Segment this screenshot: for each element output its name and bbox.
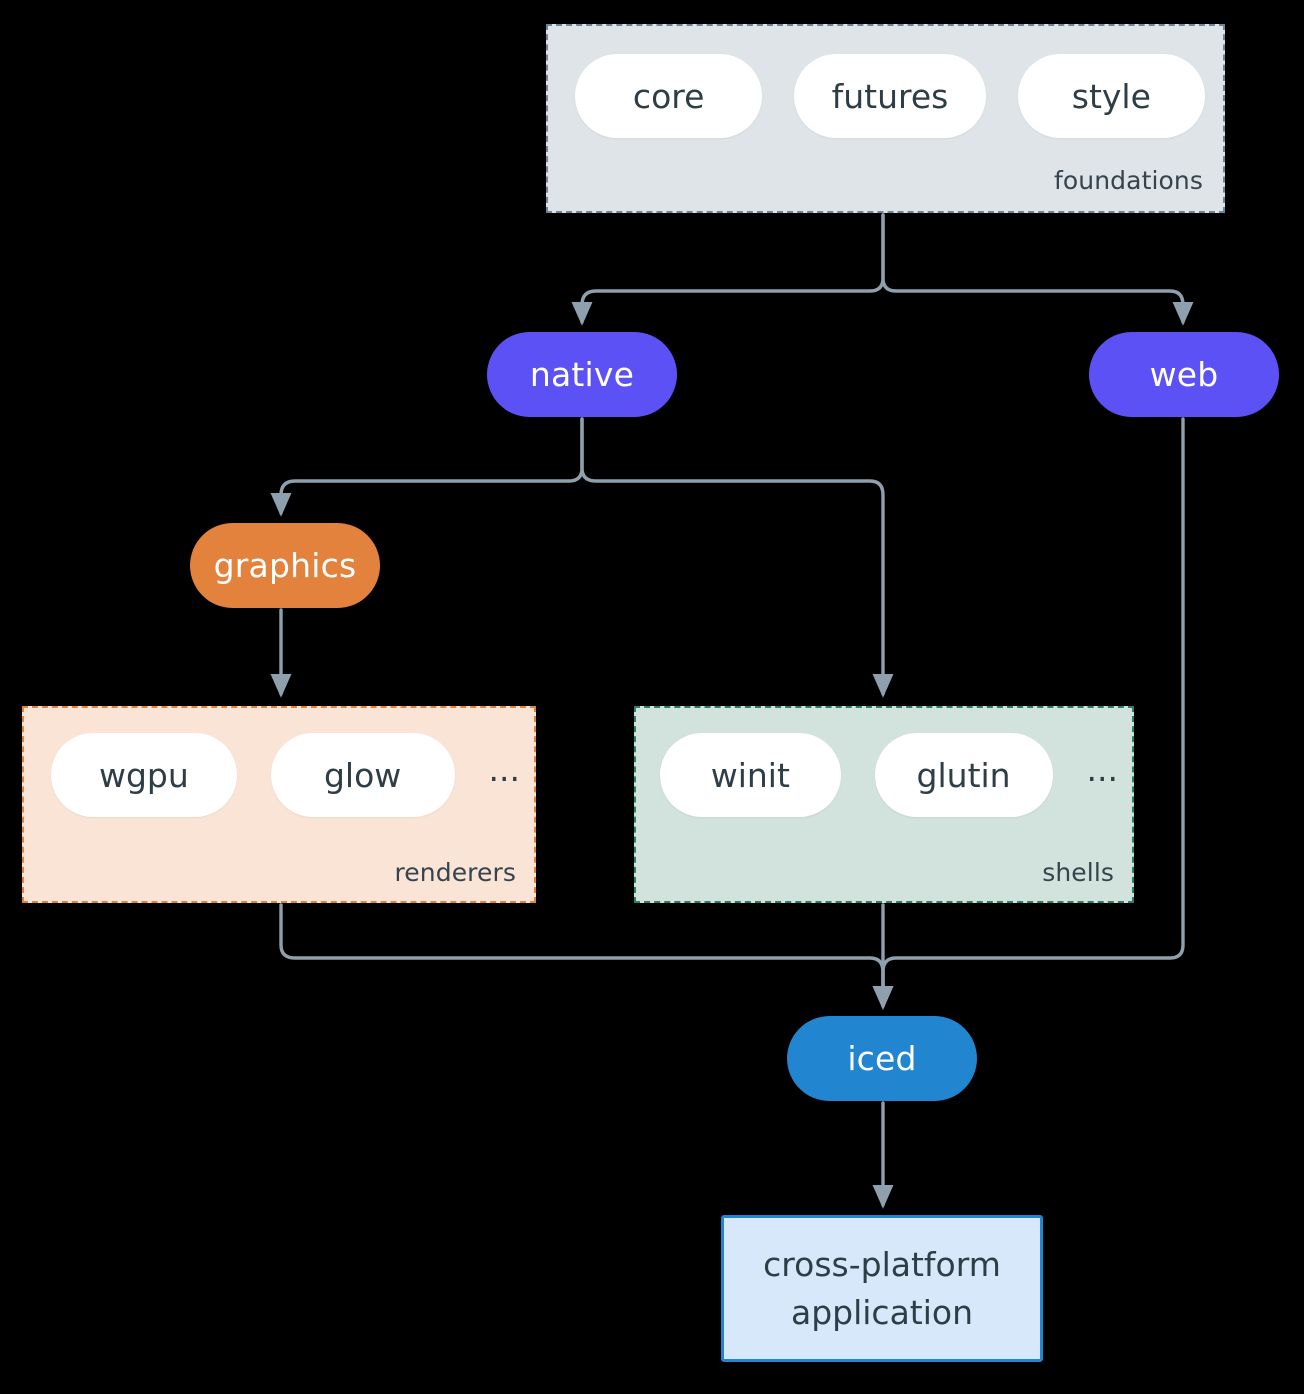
group-label-renderers: renderers (394, 858, 516, 887)
edge-native-shells (580, 417, 894, 698)
node-native[interactable]: native (487, 332, 677, 417)
node-core[interactable]: core (575, 54, 763, 138)
shells-items: winit glutin ... (660, 733, 1118, 817)
renderers-more-ellipsis: ... (488, 749, 520, 789)
group-label-shells: shells (1042, 858, 1114, 887)
group-shells: winit glutin ... shells (634, 706, 1134, 903)
node-web[interactable]: web (1089, 332, 1279, 417)
foundations-items: core futures style (575, 54, 1206, 138)
edge-foundations-native (571, 213, 885, 326)
application-label-line1: cross-platform (763, 1244, 1001, 1284)
node-cross-platform-application[interactable]: cross-platform application (721, 1215, 1043, 1362)
node-glutin[interactable]: glutin (874, 733, 1053, 817)
edge-native-graphics (270, 417, 584, 517)
node-winit[interactable]: winit (660, 733, 841, 817)
node-style[interactable]: style (1017, 54, 1206, 138)
group-foundations: core futures style foundations (546, 24, 1225, 213)
application-label-line2: application (790, 1292, 974, 1332)
node-futures[interactable]: futures (794, 54, 986, 138)
group-label-foundations: foundations (1054, 166, 1203, 195)
node-glow[interactable]: glow (270, 733, 455, 817)
renderers-items: wgpu glow ... (51, 733, 520, 817)
edge-renderers-iced (279, 903, 894, 1010)
node-graphics[interactable]: graphics (190, 523, 380, 608)
group-renderers: wgpu glow ... renderers (22, 706, 536, 903)
node-wgpu[interactable]: wgpu (51, 733, 237, 817)
edge-foundations-web (881, 213, 1194, 326)
node-iced[interactable]: iced (787, 1016, 977, 1101)
shells-more-ellipsis: ... (1086, 749, 1118, 789)
